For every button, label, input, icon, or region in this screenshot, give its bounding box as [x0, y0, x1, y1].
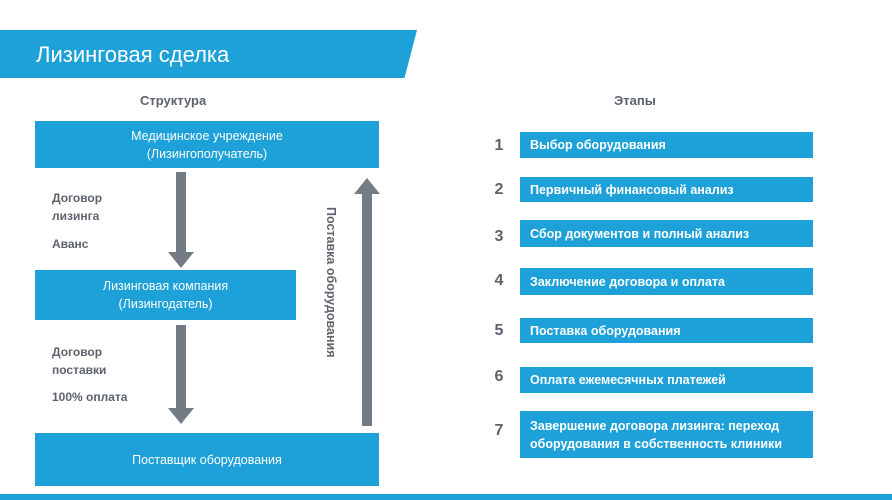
stage-box-4: Заключение договора и оплата — [520, 268, 813, 295]
stage-box-6: Оплата ежемесячных платежей — [520, 367, 813, 393]
stage-box-5: Поставка оборудования — [520, 318, 813, 343]
stage-label-3: Сбор документов и полный анализ — [530, 226, 750, 241]
label-advance: Аванс — [52, 237, 89, 251]
label-delivery: Поставка оборудования — [324, 207, 338, 358]
stage-num-4: 4 — [494, 272, 504, 289]
title-banner — [0, 30, 417, 78]
arrow-down-shaft-1 — [176, 172, 186, 253]
label-contract-supply-line1: Договор — [52, 345, 103, 359]
stage-label-5: Поставка оборудования — [530, 323, 681, 338]
label-payment: 100% оплата — [52, 390, 128, 404]
arrow-down-shaft-2 — [176, 325, 186, 409]
supplier-box: Поставщик оборудования — [35, 433, 379, 486]
stage-label-7-line1: Завершение договора лизинга: переход — [530, 418, 780, 433]
supplier-box-line1: Поставщик оборудования — [132, 452, 282, 467]
label-contract-leasing-line1: Договор — [52, 191, 103, 205]
leasing-company-box: Лизинговая компания (Лизингодатель) — [35, 270, 296, 320]
stage-box-1: Выбор оборудования — [520, 132, 813, 158]
client-box-line2: (Лизингополучатель) — [146, 146, 268, 161]
stages-heading: Этапы — [614, 93, 656, 108]
stage-label-6: Оплата ежемесячных платежей — [530, 373, 726, 387]
stage-label-7-line2: оборудования в собственность клиники — [530, 436, 783, 451]
client-box-line1: Медицинское учреждение — [131, 128, 283, 143]
label-contract-leasing-line2: лизинга — [52, 209, 100, 223]
label-contract-supply: Договор поставки — [52, 343, 106, 379]
stage-num-6: 6 — [494, 368, 504, 385]
stage-num-2: 2 — [494, 181, 504, 198]
stage-label-2: Первичный финансовый анализ — [530, 182, 734, 197]
arrow-down-head-2 — [168, 408, 194, 424]
label-contract-leasing: Договор лизинга — [52, 189, 102, 225]
arrow-up-head — [354, 178, 380, 194]
stage-num-3: 3 — [494, 228, 504, 245]
label-contract-supply-line2: поставки — [52, 363, 107, 377]
stage-box-2: Первичный финансовый анализ — [520, 177, 813, 202]
arrow-up-shaft — [362, 193, 372, 426]
leasing-box-line1: Лизинговая компания — [102, 279, 229, 293]
client-box: Медицинское учреждение (Лизингополучател… — [35, 121, 379, 168]
stage-num-1: 1 — [494, 137, 504, 154]
structure-heading: Структура — [140, 93, 207, 108]
leasing-box-line2: (Лизингодатель) — [118, 297, 213, 311]
stage-box-7: Завершение договора лизинга: переход обо… — [520, 411, 813, 458]
stage-label-1: Выбор оборудования — [530, 138, 666, 152]
bottom-accent-bar — [0, 494, 892, 500]
stage-num-5: 5 — [494, 322, 504, 339]
stage-box-3: Сбор документов и полный анализ — [520, 220, 813, 247]
stage-label-4: Заключение договора и оплата — [530, 274, 725, 289]
arrow-down-head-1 — [168, 252, 194, 268]
page-title: Лизинговая сделка — [36, 42, 230, 67]
stage-num-7: 7 — [494, 422, 504, 439]
